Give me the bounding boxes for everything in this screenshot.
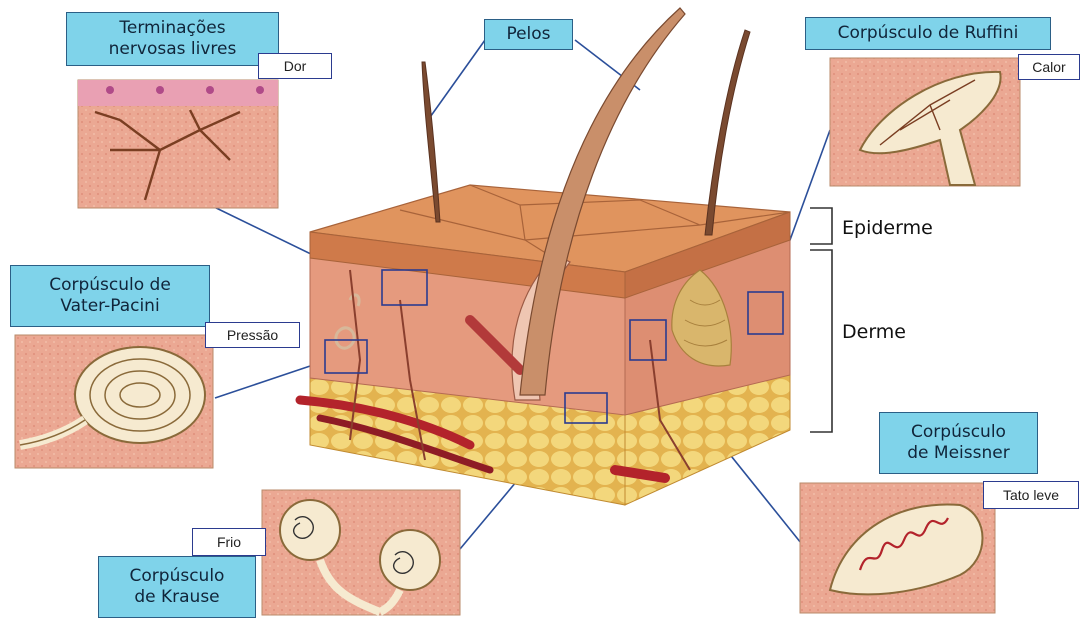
sensation-pain: Dor <box>258 53 332 79</box>
label-meissner: Corpúsculo de Meissner <box>879 412 1038 474</box>
inset-pacini <box>15 335 213 468</box>
sensation-heat: Calor <box>1018 54 1080 80</box>
sensation-pressure: Pressão <box>205 322 300 348</box>
layer-brackets <box>810 208 832 432</box>
sensation-light-touch: Tato leve <box>983 481 1079 509</box>
derme-bracket <box>810 250 832 432</box>
inset-free-nerve-endings <box>78 80 278 208</box>
label-krause: Corpúsculo de Krause <box>98 556 256 618</box>
label-free-nerve-endings: Terminações nervosas livres <box>66 12 279 66</box>
label-pacini: Corpúsculo de Vater-Pacini <box>10 265 210 327</box>
sensation-cold: Frio <box>192 528 266 556</box>
line-pelos-left <box>428 40 485 120</box>
epiderme-bracket <box>810 208 832 244</box>
inset-meissner <box>800 483 995 613</box>
label-hairs: Pelos <box>484 19 573 50</box>
label-ruffini: Corpúsculo de Ruffini <box>805 17 1051 50</box>
inset-krause <box>262 490 460 615</box>
label-epidermis: Epiderme <box>842 217 933 239</box>
hair-right <box>705 30 750 235</box>
label-dermis: Derme <box>842 321 906 343</box>
inset-ruffini <box>830 58 1020 186</box>
